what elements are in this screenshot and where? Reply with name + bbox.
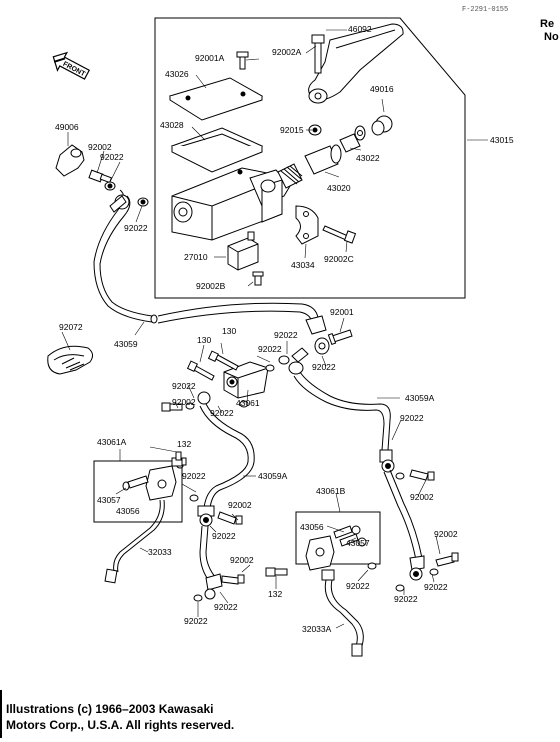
callout-43028: 43028 [160,120,184,130]
dust-boot [371,115,393,136]
callout-92022-left2: 92022 [124,223,148,233]
callout-43056-a: 43056 [116,506,140,516]
callout-43061: 43061 [236,398,260,408]
callout-49016: 49016 [370,84,394,94]
middle-hose-bolts [189,494,245,602]
caliper-bracket-b [295,511,381,571]
callout-49006: 49006 [55,122,79,132]
diagram-code: F-2291-0155 [462,6,509,14]
leader-lines [61,29,488,629]
brake-light-switch [227,231,259,271]
callout-92002-r1: 92002 [410,492,434,502]
callout-92022-c5: 92022 [210,408,234,418]
cap-screws [236,51,249,70]
callout-92022-left: 92022 [100,152,124,162]
callout-43057-b: 43057 [346,538,370,548]
callout-132-lower: 132 [268,589,282,599]
callout-130-upper: 130 [222,326,236,336]
callout-92002-m: 92002 [228,500,252,510]
assembly-boundary [154,17,466,299]
callout-92022-m2: 92022 [212,531,236,541]
caliper-bracket-a [93,457,187,523]
callout-32033a: 32033A [302,624,332,634]
callout-43022: 43022 [356,153,380,163]
callout-43059: 43059 [114,339,138,349]
callout-46092: 46092 [348,24,372,34]
lever-pivot-bolt [311,34,325,74]
union-bolt-top [327,329,353,346]
callout-92022-m: 92022 [182,471,206,481]
callout-43015: 43015 [490,135,514,145]
bracket-bolt-b [265,567,288,577]
handlebar-clamp [295,205,319,245]
callout-92022-r3: 92022 [394,594,418,604]
callout-27010: 27010 [184,252,208,262]
switch-screw [252,271,264,286]
callout-92002b: 92002B [196,281,226,291]
callout-43061b: 43061B [316,486,346,496]
callout-43020: 43020 [327,183,351,193]
callout-92002c: 92002C [324,254,354,264]
clamp-bolts [322,225,357,244]
joint-left-bolt [161,402,195,412]
brake-hose-middle [197,391,255,600]
callout-92002-c: 92002 [172,397,196,407]
callout-labels: 46092 92001A 92002A 43026 49016 43028 92… [55,24,514,634]
bracket-bolt-a [171,451,183,467]
callout-43056-b: 43056 [300,522,324,532]
brake-lever [308,23,404,104]
side-text-top: Re [540,18,555,30]
callout-43057-a: 43057 [97,495,121,505]
callout-43034: 43034 [291,260,315,270]
callout-92015: 92015 [280,125,304,135]
callout-92022-b: 92022 [184,616,208,626]
banjo-cover [55,144,85,177]
callout-43061a: 43061A [97,437,127,447]
callout-32033: 32033 [148,547,172,557]
callout-43059a-right: 43059A [405,393,435,403]
callout-92022-r4: 92022 [346,581,370,591]
copyright-notice: Illustrations (c) 1966–2003 Kawasaki Mot… [6,701,306,733]
side-text-bottom: No [544,31,559,43]
callout-92002-r2: 92002 [434,529,458,539]
callout-92022-c4: 92022 [172,381,196,391]
callout-132-upper: 132 [177,439,191,449]
mc-banjo-bolt [88,169,149,207]
callout-92022-m3: 92022 [214,602,238,612]
callout-92022-c3: 92022 [312,362,336,372]
callout-92002-m3: 92002 [230,555,254,565]
callout-43059a-middle: 43059A [258,471,288,481]
brake-pipe-left [104,499,165,584]
callout-92002a: 92002A [272,47,302,57]
callout-92022-c2: 92022 [258,344,282,354]
callout-92002-left: 92002 [88,142,112,152]
copyright-line-1: Illustrations (c) 1966–2003 Kawasaki [6,702,214,716]
hose-clamp [47,345,94,375]
callout-92022-r2: 92022 [424,582,448,592]
callout-92022-c1: 92022 [274,330,298,340]
brake-hose-right [288,361,425,581]
copyright-line-2: Motors Corp., U.S.A. All rights reserved… [6,718,235,732]
master-cylinder-body [171,167,291,241]
callout-92022-r1: 92022 [400,413,424,423]
reservoir-diaphragm [170,127,264,173]
callout-43026: 43026 [165,69,189,79]
front-arrow: FRONT [52,51,91,80]
callout-92001: 92001 [330,307,354,317]
callout-130-lower: 130 [197,335,211,345]
reservoir-cap [168,77,264,121]
brake-pipe-right [321,569,364,657]
callout-92072: 92072 [59,322,83,332]
callout-92001a: 92001A [195,53,225,63]
brake-hose-upper [93,189,330,355]
piston-assembly [277,125,366,189]
brake-joint [186,347,309,408]
copyright-divider [0,690,2,738]
